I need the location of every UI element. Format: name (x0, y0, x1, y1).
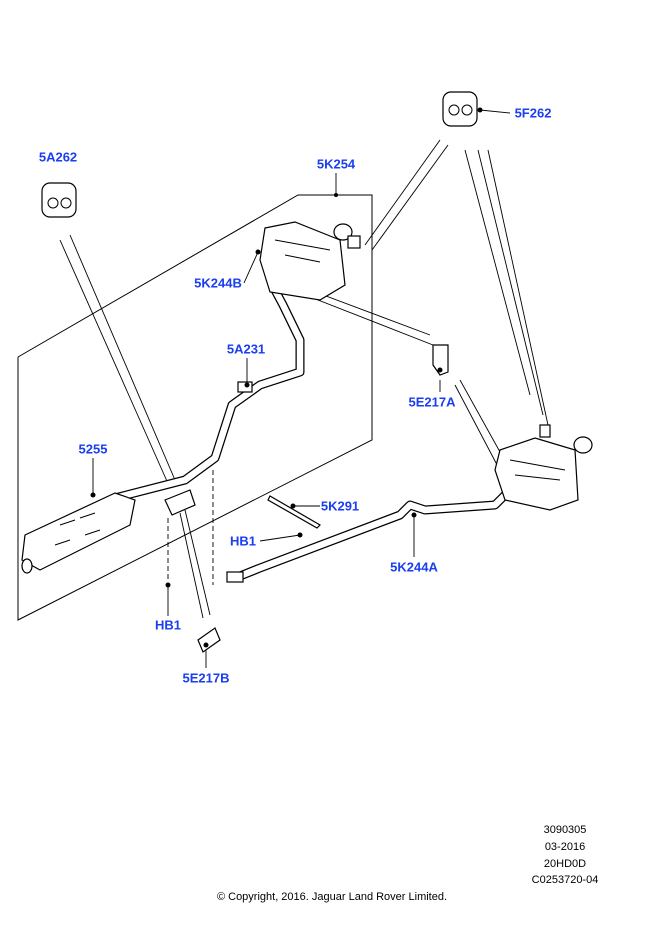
callout-hb1-upper[interactable]: HB1 (229, 533, 257, 549)
illustration-id: C0253720-04 (531, 874, 599, 886)
ref-number: 3090305 (543, 824, 587, 836)
callout-hb1-lower[interactable]: HB1 (154, 617, 182, 633)
leader-dots (90, 107, 483, 648)
callout-5F262[interactable]: 5F262 (514, 105, 552, 121)
hanger-5A262 (41, 182, 77, 218)
catalyst-muffler-5255 (21, 492, 136, 574)
leader-lines (59, 109, 549, 668)
muffler-5K254 (259, 221, 361, 301)
muffler-5K244A (494, 424, 593, 511)
copyright: © Copyright, 2016. Jaguar Land Rover Lim… (216, 891, 448, 903)
callout-5255[interactable]: 5255 (78, 441, 108, 457)
front-assembly-box (17, 194, 373, 621)
callout-5K244A[interactable]: 5K244A (390, 559, 438, 575)
front-pipe (110, 285, 305, 503)
callout-5K244B[interactable]: 5K244B (194, 275, 242, 291)
date: 03-2016 (544, 841, 586, 853)
callout-5E217B[interactable]: 5E217B (182, 670, 230, 686)
callout-5K254[interactable]: 5K254 (316, 156, 356, 172)
callout-5A231[interactable]: 5A231 (226, 341, 266, 357)
callout-5K291[interactable]: 5K291 (320, 498, 360, 514)
brackets (164, 344, 449, 653)
model-code: 20HD0D (543, 858, 587, 870)
callout-5A262[interactable]: 5A262 (38, 149, 78, 165)
hanger-5F262 (442, 91, 478, 127)
rear-pipe (230, 485, 515, 583)
callout-5E217A[interactable]: 5E217A (408, 394, 456, 410)
